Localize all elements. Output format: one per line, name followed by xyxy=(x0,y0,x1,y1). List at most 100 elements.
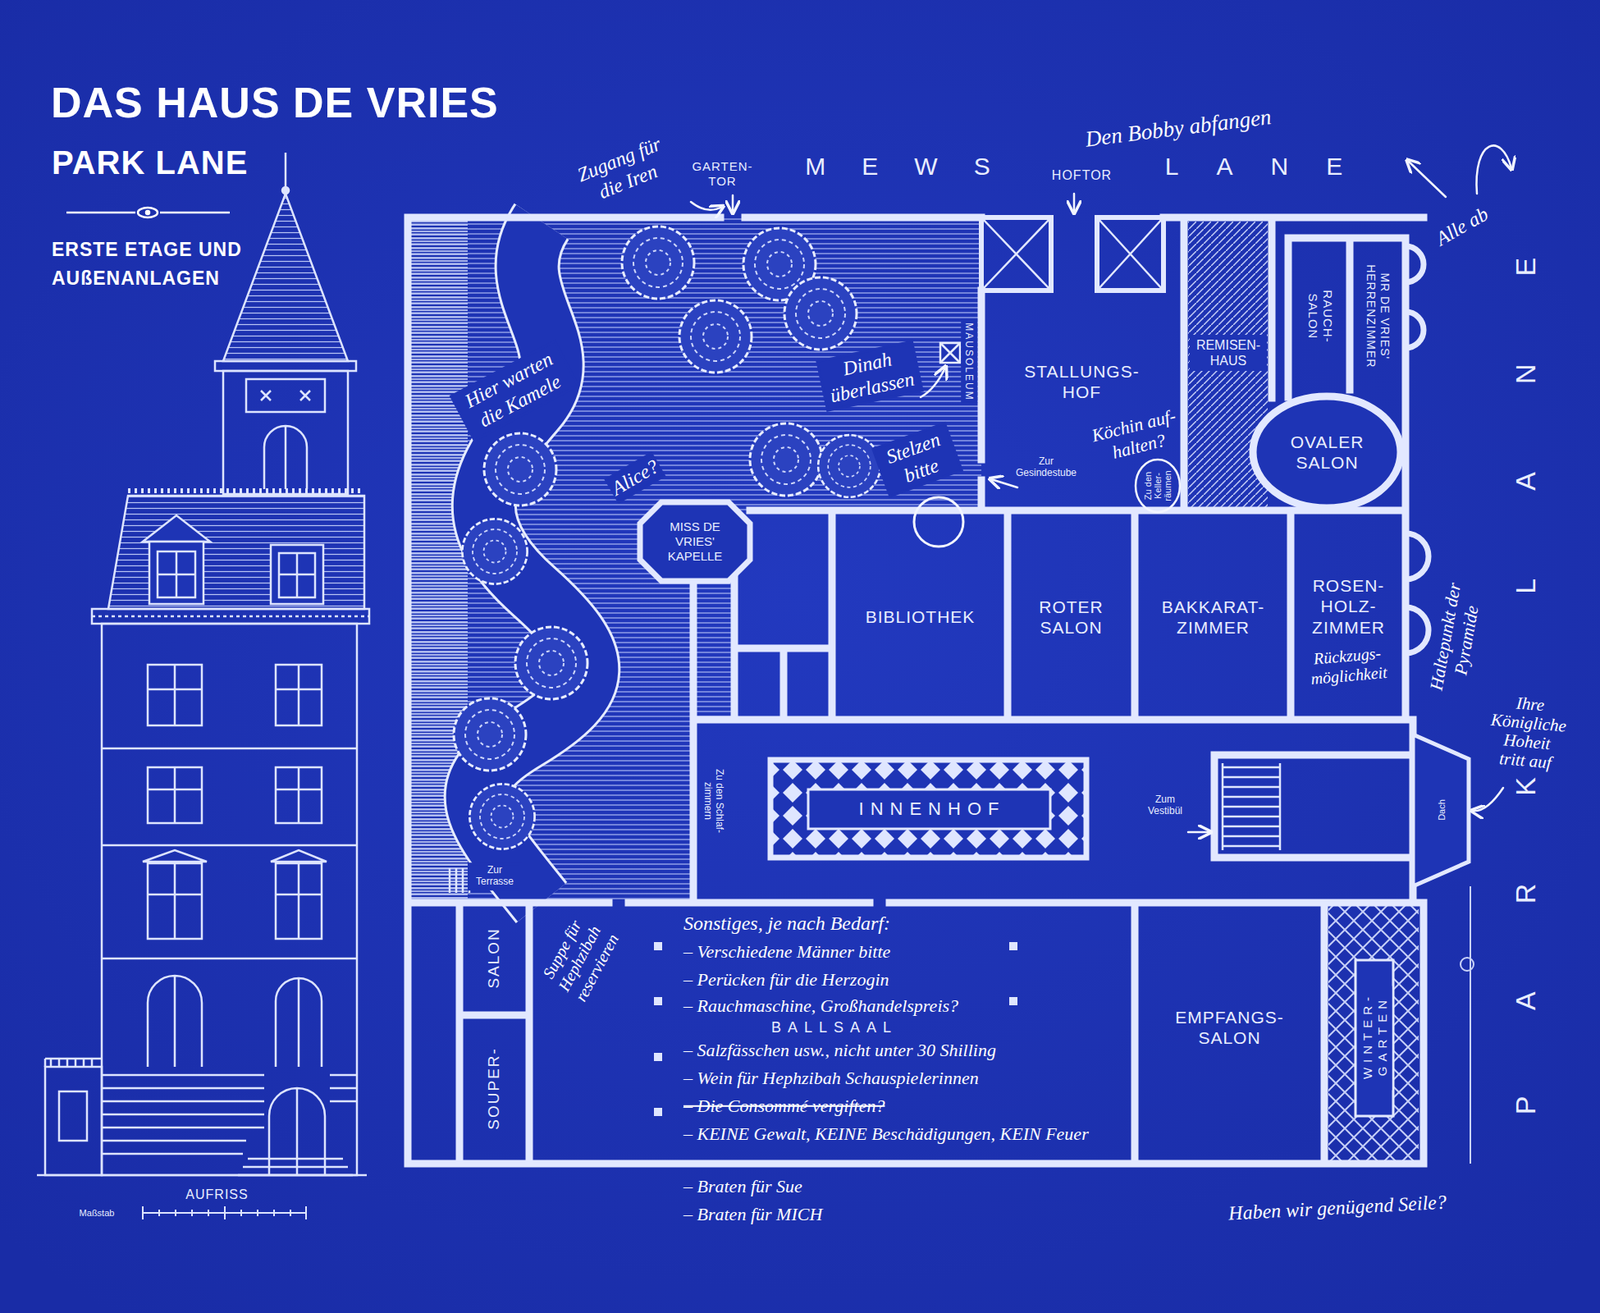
elevation-drawing xyxy=(91,615,370,618)
plan-label: Zur Gesindestube xyxy=(1013,456,1079,480)
elevation-label: AUFRISS xyxy=(184,1186,248,1203)
bay-window xyxy=(1405,246,1429,654)
elevation-drawing xyxy=(142,850,207,862)
garden-tree xyxy=(818,434,881,498)
garden-tree xyxy=(461,518,527,584)
elevation-drawing xyxy=(278,553,316,598)
elevation-drawing xyxy=(147,664,202,726)
mausoleum-symbol xyxy=(940,342,960,363)
ballroom-column xyxy=(653,996,663,1006)
plan-label: Zur Terrasse xyxy=(470,864,520,888)
room-name: BAKKARAT- ZIMMER xyxy=(1151,596,1276,638)
plan-label: Zu den Keller- räumen xyxy=(1142,468,1173,503)
room-label-box: BALLSAAL xyxy=(740,1014,922,1040)
handwritten-list: Sonstiges, je nach Bedarf: xyxy=(683,911,891,936)
ballroom-column xyxy=(653,941,1018,1116)
room-name: ROSEN- HOLZ- ZIMMER xyxy=(1307,575,1390,638)
room-label-box: SALON xyxy=(465,907,523,1011)
room-label-box: OVALER SALON xyxy=(1265,415,1389,490)
wall xyxy=(407,217,1424,1164)
garden-tree xyxy=(679,300,752,373)
ballroom-column xyxy=(1009,996,1018,1006)
ballroom-column xyxy=(653,941,663,951)
handwritten-list: – KEINE Gewalt, KEINE Beschädigungen, KE… xyxy=(683,1123,1089,1145)
room-note: Rückzugs- möglichkeit xyxy=(1301,641,1395,689)
elevation-drawing xyxy=(36,1174,367,1177)
title-ornament xyxy=(66,211,230,215)
room-label-box: MISS DE VRIES' KAPELLE xyxy=(645,508,745,575)
note-arrow xyxy=(991,479,1018,488)
handwritten-list: – Wein für Hephzibah Schauspielerinnen xyxy=(683,1067,979,1089)
plan-label: MAUSOLEUM xyxy=(963,320,975,401)
room-name: STALLUNGS- HOF xyxy=(1007,361,1157,403)
room-label-box: BAKKARAT- ZIMMER xyxy=(1141,584,1285,650)
garden-tree xyxy=(469,783,535,849)
elevation-drawing xyxy=(157,551,196,598)
lamp-post xyxy=(1460,957,1474,971)
note-arrow xyxy=(1472,787,1504,811)
mausoleum-symbol xyxy=(940,342,960,363)
note-circle xyxy=(1135,459,1180,512)
room-name: INNENHOF xyxy=(852,798,1006,820)
elevation-drawing xyxy=(275,767,322,823)
street-name: MEWS xyxy=(768,151,1026,182)
scale-label: Maßstab xyxy=(79,1207,115,1219)
scale-bar xyxy=(142,1206,307,1220)
ballroom-column xyxy=(1009,941,1018,951)
room-label-box: RAUCH- SALON xyxy=(1294,242,1344,390)
elevation-drawing xyxy=(147,975,202,1067)
subtitle: PARK LANE xyxy=(50,142,248,183)
elevation-drawing xyxy=(260,390,311,401)
room-name: OVALER SALON xyxy=(1281,431,1373,473)
note-arrow xyxy=(1073,193,1076,212)
plan-label: Dach xyxy=(1436,799,1448,821)
elevation-drawing xyxy=(91,608,370,624)
garden-tree xyxy=(453,698,526,771)
handwritten-list: – Verschiedene Männer bitte xyxy=(683,941,891,963)
room-name: SOUPER- xyxy=(484,1046,504,1132)
elevation-drawing xyxy=(147,863,202,939)
handwritten-list: – Salzfässchen usw., nicht unter 30 Shil… xyxy=(683,1039,997,1061)
elevation-drawing xyxy=(270,850,327,862)
staircase xyxy=(449,763,1280,893)
garden-tree xyxy=(621,226,695,299)
plan-label: Zu den Schlaf- zimmern xyxy=(702,763,727,838)
room-label-box: BIBLIOTHEK xyxy=(837,592,1002,642)
elevation-drawing xyxy=(101,1074,357,1154)
elevation-drawing xyxy=(275,767,322,823)
elevation-drawing xyxy=(157,551,196,598)
room-label-box: REMISEN- HAUS xyxy=(1185,328,1271,378)
note-arrow xyxy=(920,367,946,398)
elevation-drawing xyxy=(278,553,316,598)
room-name: WINTER- GARTEN xyxy=(1359,988,1390,1088)
garden-tree xyxy=(784,277,857,350)
elevation-drawing xyxy=(264,425,307,490)
garden-tree xyxy=(749,423,823,496)
courtyard-paving xyxy=(770,759,1087,858)
room-label-box: EMPFANGS- SALON xyxy=(1147,994,1312,1061)
elevation-drawing xyxy=(36,152,370,1175)
elevation-drawing xyxy=(223,193,348,362)
elevation-drawing xyxy=(270,544,324,604)
elevation-drawing xyxy=(45,1066,102,1175)
room-name: SALON xyxy=(484,927,504,990)
note-arrow xyxy=(1188,831,1210,834)
elevation-drawing xyxy=(214,361,357,371)
handwritten-list: – Braten für Sue xyxy=(683,1175,803,1198)
room-name: REMISEN- HAUS xyxy=(1192,337,1265,369)
room-label-box: ROSEN- HOLZ- ZIMMERRückzugs- möglichkeit xyxy=(1295,548,1401,713)
courtyard-band xyxy=(808,789,1051,829)
plan-label: Zum Vestibül xyxy=(1140,794,1190,818)
note-arrow xyxy=(690,145,1512,832)
note-circle xyxy=(914,497,964,547)
elevation-drawing xyxy=(147,863,202,939)
elevation-drawing xyxy=(59,1091,87,1141)
elevation-drawing xyxy=(101,748,357,959)
elevation-drawing xyxy=(275,863,322,939)
oval-room-wall xyxy=(1252,396,1401,508)
elevation-drawing xyxy=(275,664,322,726)
note-arrow xyxy=(731,195,735,212)
note-arrow xyxy=(690,201,723,211)
street-name: LANE xyxy=(1127,151,1381,182)
